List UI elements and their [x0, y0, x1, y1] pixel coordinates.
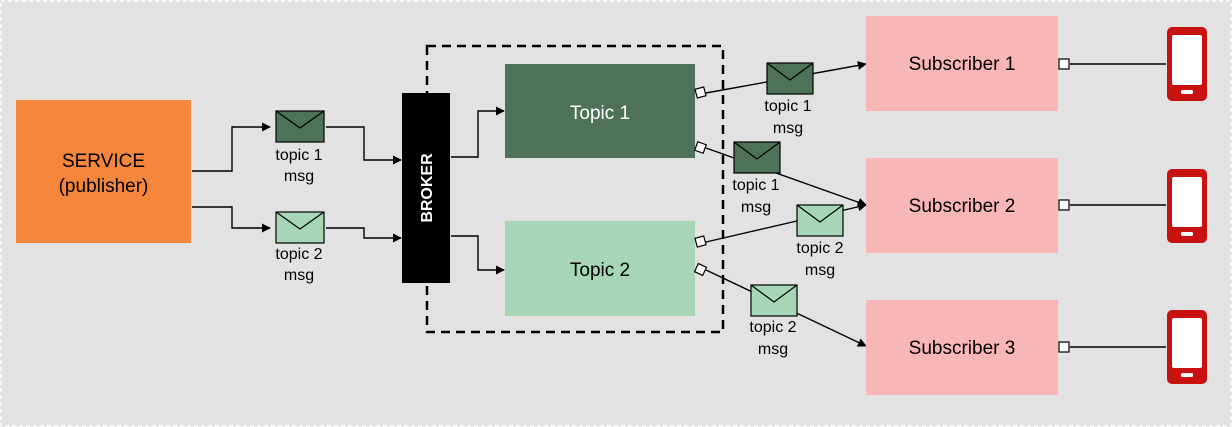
topic2-msg-to-subscriber2: topic 2 msg [796, 204, 844, 279]
subscriber3-label: Subscriber 3 [909, 338, 1016, 359]
edge-broker-to-topic1 [451, 106, 505, 158]
subscriber1-port [1058, 58, 1070, 70]
topic2-msg-publish: topic 2 msg [275, 211, 325, 284]
envelope-icon [733, 141, 781, 174]
edge-topic1-msg-to-broker [326, 126, 402, 165]
msg-label-line2: msg [758, 341, 788, 358]
envelope-icon [750, 284, 798, 317]
envelope-icon [275, 110, 325, 143]
msg-label-line1: topic 2 [796, 240, 843, 257]
phone-icon [1167, 169, 1207, 243]
msg-label-line1: topic 1 [732, 177, 779, 194]
service-label-line2: (publisher) [59, 176, 149, 197]
edge-topic2-msg-to-broker [326, 227, 402, 243]
topic1-node: Topic 1 [505, 64, 695, 158]
broker-node: BROKER [402, 93, 450, 283]
topic1-port-upper [694, 86, 707, 99]
msg-label-line1: topic 2 [749, 319, 796, 336]
topic1-msg-to-subscriber2: topic 1 msg [732, 141, 781, 216]
msg-label-line1: topic 2 [275, 246, 322, 263]
broker-label: BROKER [419, 153, 436, 223]
topic1-msg-to-subscriber1: topic 1 msg [764, 62, 814, 137]
phone-icon [1167, 27, 1207, 101]
msg-label-line1: topic 1 [275, 147, 322, 164]
topic2-label: Topic 2 [570, 260, 630, 281]
edge-service-to-topic2-msg [192, 206, 271, 233]
service-node: SERVICE (publisher) [16, 100, 191, 243]
msg-label-line2: msg [773, 120, 803, 137]
subscriber2-node: Subscriber 2 [866, 158, 1058, 253]
subscriber1-node: Subscriber 1 [866, 16, 1058, 111]
topic1-label: Topic 1 [570, 103, 630, 124]
subscriber2-label: Subscriber 2 [909, 196, 1016, 217]
envelope-icon [275, 211, 325, 244]
topic2-node: Topic 2 [505, 221, 695, 316]
edge-broker-to-topic2 [451, 235, 505, 275]
envelope-icon [796, 204, 844, 237]
msg-label-line2: msg [284, 267, 314, 284]
subscriber3-node: Subscriber 3 [866, 300, 1058, 395]
subscriber2-port [1058, 199, 1070, 211]
topic2-port-upper [694, 235, 707, 248]
topic1-msg-publish: topic 1 msg [275, 110, 325, 185]
edge-service-to-topic1-msg [192, 122, 271, 172]
msg-label-line2: msg [284, 168, 314, 185]
envelope-icon [766, 62, 814, 95]
msg-label-line1: topic 1 [764, 98, 811, 115]
topic2-msg-to-subscriber3: topic 2 msg [749, 284, 798, 358]
msg-label-line2: msg [805, 262, 835, 279]
phone-icon [1167, 310, 1207, 384]
topic1-port-lower [693, 140, 708, 155]
topic2-port-lower [693, 262, 708, 277]
msg-label-line2: msg [741, 199, 771, 216]
service-label-line1: SERVICE [62, 151, 145, 172]
subscriber1-label: Subscriber 1 [909, 54, 1016, 75]
edge-topic1-to-subscriber2 [705, 147, 867, 207]
subscriber3-port [1058, 341, 1070, 353]
